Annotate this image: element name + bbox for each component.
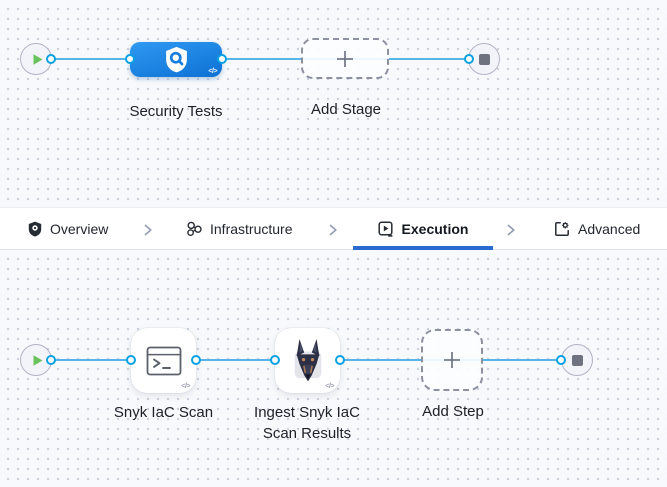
tab-label: Execution [401, 220, 469, 237]
code-toggle-glyph: </> [325, 383, 334, 390]
plus-icon [444, 352, 460, 368]
stop-icon [478, 53, 490, 65]
execution-play-icon [377, 220, 393, 237]
tab-overview[interactable]: Overview [28, 208, 108, 249]
tab-infrastructure[interactable]: Infrastructure [186, 208, 292, 249]
code-toggle-glyph: </> [208, 68, 217, 75]
step-flow-end-node [561, 344, 593, 376]
connector-port[interactable] [464, 54, 474, 64]
play-icon [33, 354, 43, 366]
connector-port[interactable] [270, 355, 280, 365]
terminal-icon [146, 346, 181, 375]
stage-label: Security Tests [129, 103, 223, 120]
tab-label: Overview [50, 220, 109, 237]
connector-port[interactable] [46, 355, 56, 365]
step-node-ingest-snyk-results[interactable]: </> [275, 328, 340, 393]
connector-port[interactable] [125, 54, 135, 64]
add-step-button[interactable] [421, 329, 483, 391]
overview-shield-icon [28, 221, 42, 236]
connector-port[interactable] [46, 54, 56, 64]
add-step-label: Add Step [422, 403, 484, 420]
step-label: Ingest Snyk IaC Scan Results [254, 404, 360, 442]
connector-port[interactable] [126, 355, 136, 365]
advanced-gear-icon [555, 221, 569, 236]
tab-advanced[interactable]: Advanced [554, 208, 640, 249]
chevron-right-icon [507, 224, 515, 236]
chevron-right-icon [144, 224, 152, 236]
snyk-dog-icon [294, 338, 321, 381]
connector-port[interactable] [556, 355, 566, 365]
chevron-right-icon [329, 224, 337, 236]
stop-icon [571, 354, 583, 366]
step-label: Snyk IaC Scan [113, 404, 214, 421]
security-shield-scan-icon [165, 46, 187, 73]
connector-port[interactable] [191, 355, 201, 365]
active-tab-underline [353, 246, 493, 250]
infrastructure-nodes-icon [187, 221, 202, 236]
stage-tab-bar: Overview Infrastructure Execut [0, 207, 667, 250]
add-stage-button[interactable] [301, 38, 389, 79]
connector-port[interactable] [335, 355, 345, 365]
stage-node-security-tests[interactable]: </> [130, 42, 222, 77]
step-node-snyk-iac-scan[interactable]: </> [131, 328, 196, 393]
play-icon [33, 53, 43, 65]
connector-port[interactable] [217, 54, 227, 64]
tab-execution[interactable]: Execution [353, 208, 493, 250]
code-toggle-glyph: </> [181, 383, 190, 390]
tab-label: Infrastructure [210, 220, 293, 237]
stage-flow-connector-line [52, 58, 469, 60]
tab-label: Advanced [578, 220, 641, 237]
add-stage-label: Add Stage [310, 101, 382, 118]
plus-icon [337, 50, 353, 67]
